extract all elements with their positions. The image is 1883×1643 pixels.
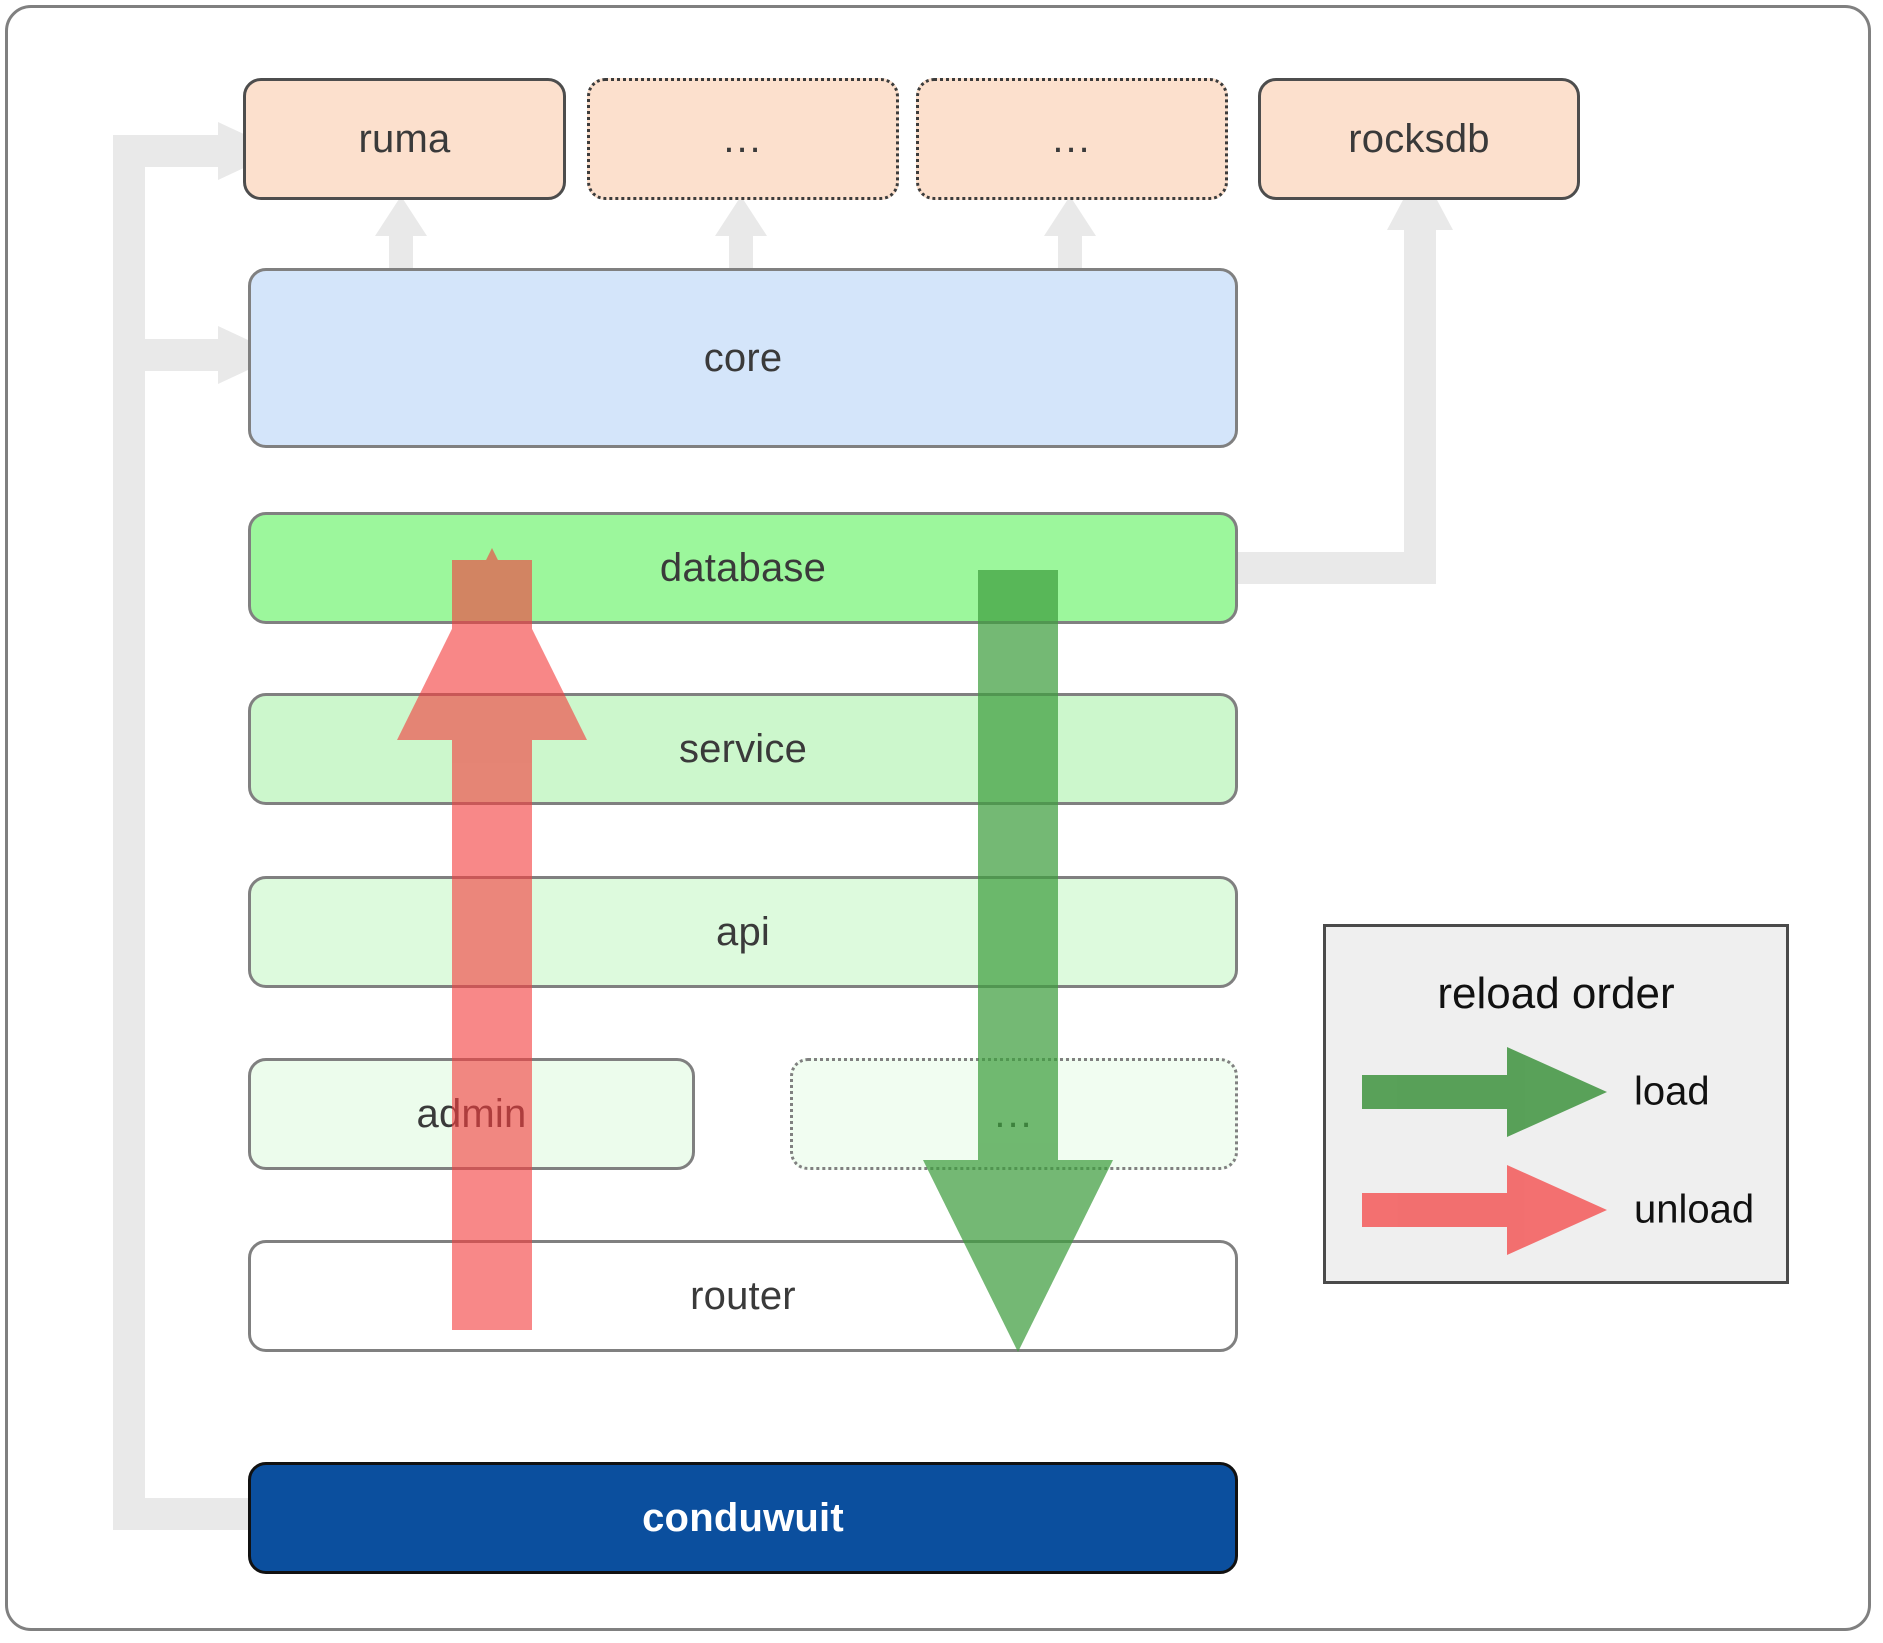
node-label: ruma [358, 116, 451, 161]
node-api[interactable]: api [248, 876, 1238, 988]
legend-load-arrow-icon [1362, 1047, 1607, 1137]
node-package-ellipsis-1[interactable]: ... [587, 78, 899, 200]
node-label: database [659, 545, 827, 590]
node-label: ... [723, 117, 763, 161]
legend-row-unload: unload [1326, 1165, 1786, 1255]
node-label: service [678, 726, 808, 771]
node-label: router [690, 1273, 796, 1318]
node-database[interactable]: database [248, 512, 1238, 624]
node-label: ... [1052, 117, 1092, 161]
node-label: admin [416, 1091, 527, 1136]
node-label: rocksdb [1348, 116, 1490, 161]
legend-unload-label: unload [1634, 1187, 1755, 1232]
legend-load-label: load [1634, 1069, 1710, 1114]
node-router[interactable]: router [248, 1240, 1238, 1352]
legend-unload-arrow-icon [1362, 1165, 1607, 1255]
node-label: conduwuit [642, 1495, 844, 1540]
node-package-ellipsis-2[interactable]: ... [916, 78, 1228, 200]
node-core[interactable]: core [248, 268, 1238, 448]
node-layer-ellipsis[interactable]: ... [790, 1058, 1238, 1170]
node-ruma[interactable]: ruma [243, 78, 566, 200]
node-service[interactable]: service [248, 693, 1238, 805]
node-rocksdb[interactable]: rocksdb [1258, 78, 1580, 200]
legend-reload-order: reload order load unload [1323, 924, 1789, 1284]
node-label: ... [994, 1092, 1034, 1136]
legend-title: reload order [1437, 969, 1675, 1018]
legend-row-load: load [1326, 1047, 1786, 1137]
node-admin[interactable]: admin [248, 1058, 695, 1170]
node-conduwuit[interactable]: conduwuit [248, 1462, 1238, 1574]
node-label: core [703, 335, 783, 380]
node-label: api [716, 909, 770, 954]
diagram-frame [5, 5, 1871, 1631]
